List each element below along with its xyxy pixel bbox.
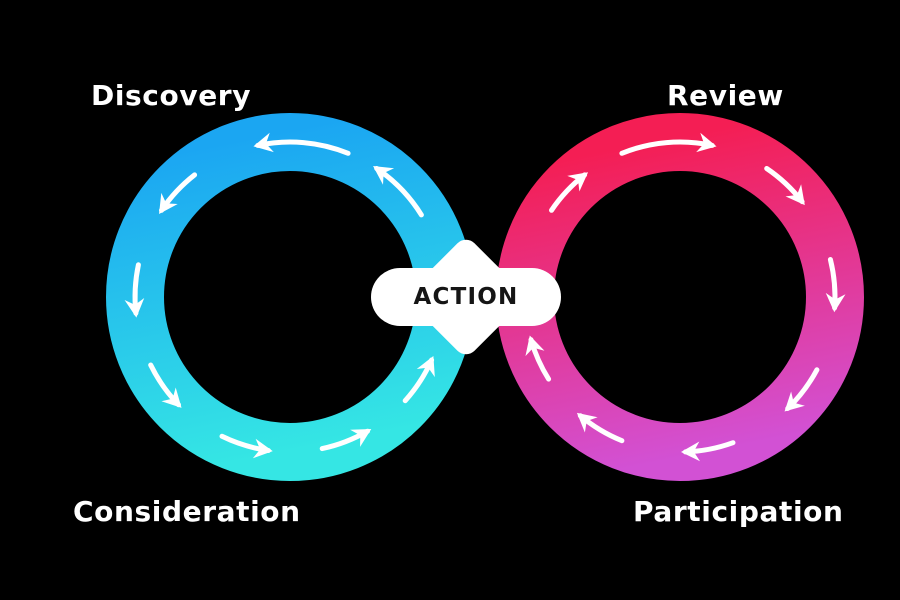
arrow-icon [373, 166, 424, 218]
arrow-icon [219, 433, 273, 459]
arrow-icon [825, 257, 846, 313]
arrow-icon [319, 428, 372, 452]
left-loop-arrows [124, 132, 435, 459]
arrow-icon [124, 262, 145, 318]
arrow-icon [525, 335, 552, 382]
label-participation: Participation [633, 495, 844, 528]
arrow-icon [619, 132, 717, 156]
arrow-icon [549, 172, 589, 213]
action-badge: ACTION [371, 268, 561, 326]
action-badge-label: ACTION [413, 284, 519, 310]
arrow-icon [402, 355, 435, 404]
label-consideration: Consideration [73, 495, 301, 528]
arrow-icon [576, 412, 625, 444]
right-loop-arrows [525, 132, 846, 462]
arrow-icon [159, 172, 198, 214]
arrow-icon [253, 132, 351, 156]
arrow-icon [148, 362, 182, 408]
arrow-icon [681, 440, 736, 462]
arrow-icon [764, 166, 805, 206]
arrow-icon [784, 367, 820, 412]
label-review: Review [667, 79, 784, 112]
label-discovery: Discovery [91, 79, 252, 112]
